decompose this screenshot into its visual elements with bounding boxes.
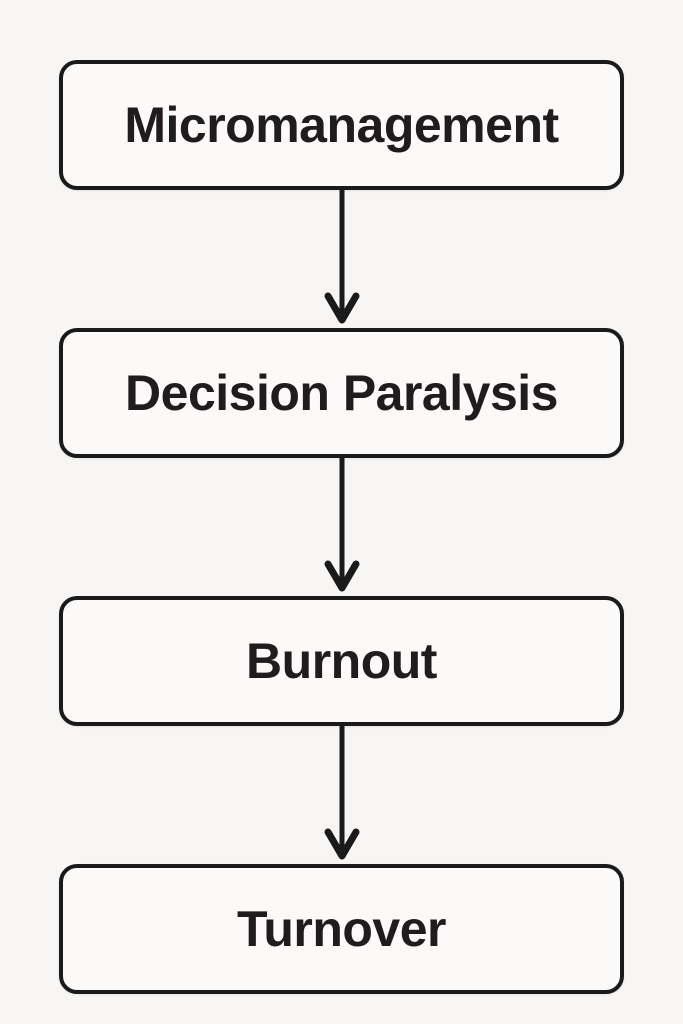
flow-node-micromanagement: Micromanagement	[59, 60, 624, 190]
down-arrow-icon	[324, 726, 359, 860]
flow-node-turnover: Turnover	[59, 864, 624, 994]
node-label-burnout: Burnout	[246, 633, 437, 689]
node-label-decision-paralysis: Decision Paralysis	[125, 365, 558, 421]
node-label-turnover: Turnover	[237, 901, 447, 957]
flow-node-burnout: Burnout	[59, 596, 624, 726]
down-arrow-icon	[324, 190, 359, 324]
flow-node-decision-paralysis: Decision Paralysis	[59, 328, 624, 458]
down-arrow-icon	[324, 458, 359, 592]
flowchart: Micromanagement Decision Paralysis Burno…	[59, 60, 624, 994]
node-label-micromanagement: Micromanagement	[124, 97, 559, 153]
